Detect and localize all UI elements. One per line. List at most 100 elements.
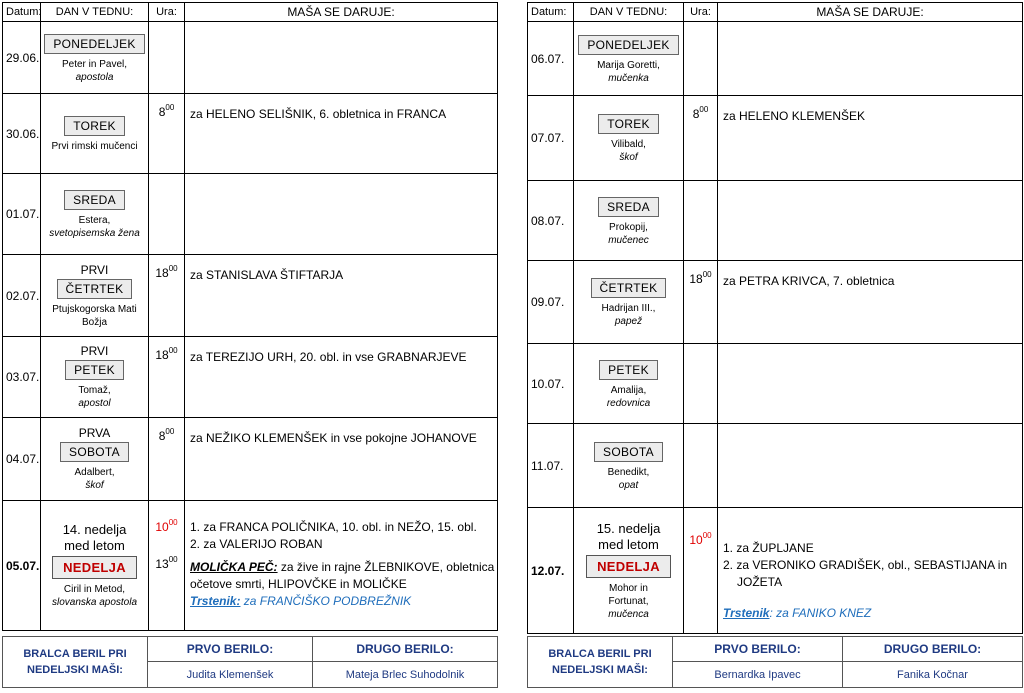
mass-time: 1800: [155, 346, 178, 362]
day-cell: TOREK Vilibald,škof: [573, 95, 684, 181]
sunday-title: 15. nedelja med letom: [596, 520, 661, 552]
mass-intention-cell: [184, 173, 498, 255]
location-label: MOLIČKA PEČ:: [190, 560, 278, 574]
readers-label: BRALCA BERIL PRI NEDELJSKI MAŠI:: [2, 636, 148, 688]
mass-intention: za TEREZIJO URH, 20. obl. in vse GRABNAR…: [190, 350, 467, 364]
time-cell: 800: [148, 417, 185, 501]
day-badge: TOREK: [64, 116, 125, 136]
table-row-sunday: 05.07. 14. nedelja med letom NEDELJA Cir…: [2, 500, 498, 631]
saint-name: Adalbert,škof: [74, 467, 115, 491]
day-prefix: PRVI: [80, 262, 109, 277]
mass-time: 1300: [155, 555, 178, 571]
first-reader-name: Bernardka Ipavec: [672, 661, 843, 688]
date-cell: 05.07.: [2, 500, 41, 631]
second-reading-label: DRUGO BERILO:: [312, 636, 498, 662]
time-cell: 1000: [683, 507, 718, 634]
day-badge: TOREK: [598, 114, 659, 134]
first-reader-name: Judita Klemenšek: [147, 661, 313, 688]
mass-intention: za PETRA KRIVCA, 7. obletnica: [723, 274, 895, 288]
mass-intention-cell: za STANISLAVA ŠTIFTARJA: [184, 254, 498, 337]
second-reading-label: DRUGO BERILO:: [842, 636, 1023, 662]
header-row: Datum: DAN V TEDNU: Ura: MAŠA SE DARUJE:: [2, 2, 498, 22]
day-badge: PONEDELJEK: [44, 33, 145, 54]
first-reading-label: PRVO BERILO:: [672, 636, 843, 662]
saint-name: Ptujskogorska Mati Božja: [52, 303, 137, 328]
time-cell: [683, 180, 718, 261]
header-row: Datum: DAN V TEDNU: Ura: MAŠA SE DARUJE:: [527, 2, 1023, 22]
saint-name: Peter in Pavel,apostola: [61, 58, 128, 83]
mass-intention-cell: 1. za FRANCA POLIČNIKA, 10. obl. in NEŽO…: [184, 500, 498, 631]
day-cell: TOREK Prvi rimski mučenci: [40, 93, 149, 174]
mass-intention-cell: za NEŽIKO KLEMENŠEK in vse pokojne JOHAN…: [184, 417, 498, 501]
mass-intention-cell: 1. za ŽUPLJANE 2. za VERONIKO GRADIŠEK, …: [717, 507, 1023, 634]
time-cell: [683, 423, 718, 508]
saint-name: Amalija,redovnica: [606, 384, 651, 409]
time-cell: 1800: [148, 336, 185, 418]
mass-intention-cell: [717, 21, 1023, 96]
day-cell: 15. nedelja med letom NEDELJA Mohor in F…: [573, 507, 684, 634]
saint-name: Estera,svetopisemska žena: [49, 215, 140, 239]
schedule-table-week2: Datum: DAN V TEDNU: Ura: MAŠA SE DARUJE:…: [527, 2, 1023, 634]
date-cell: 03.07.: [2, 336, 41, 418]
mass-time: 1800: [155, 264, 178, 280]
time-cell: 1800: [683, 260, 718, 344]
day-badge-nedelja: NEDELJA: [586, 554, 671, 578]
day-badge: SOBOTA: [594, 441, 663, 462]
time-cell: 1000 1300: [148, 500, 185, 631]
table-row-sunday: 12.07. 15. nedelja med letom NEDELJA Moh…: [527, 507, 1023, 634]
day-badge: ČETRTEK: [590, 278, 667, 298]
saint-name: Ciril in Metod,slovanska apostola: [51, 584, 138, 608]
mass-time: 800: [692, 105, 709, 121]
day-badge: SREDA: [64, 190, 125, 210]
day-cell: PONEDELJEK Peter in Pavel,apostola: [40, 21, 149, 94]
mass-intention: za NEŽIKO KLEMENŠEK in vse pokojne JOHAN…: [190, 431, 477, 445]
mass-intention-cell: [717, 180, 1023, 261]
mass-intention: 1. za FRANCA POLIČNIKA, 10. obl. in NEŽO…: [190, 520, 477, 534]
sunday-title: 14. nedelja med letom: [62, 522, 127, 553]
mass-intention: 2. za VERONIKO GRADIŠEK, obl., SEBASTIJA…: [723, 558, 1008, 589]
trstenik-intention: Trstenik: za FANIKO KNEZ: [723, 606, 872, 620]
mass-intention-cell: za HELENO SELIŠNIK, 6. obletnica in FRAN…: [184, 93, 498, 174]
mass-intention-cell: [717, 343, 1023, 424]
mass-time: 1800: [689, 270, 712, 286]
saint-name: Vilibald,škof: [611, 139, 646, 163]
mass-intention: za STANISLAVA ŠTIFTARJA: [190, 268, 344, 282]
trstenik-intention: Trstenik: za FRANČIŠKO PODBREŽNIK: [190, 594, 412, 608]
mass-intention: 1. za ŽUPLJANE: [723, 541, 814, 555]
mass-time: 1000: [155, 518, 178, 534]
first-reading-label: PRVO BERILO:: [147, 636, 313, 662]
time-cell: 800: [683, 95, 718, 181]
time-cell: [683, 21, 718, 96]
mass-intention-cell: za HELENO KLEMENŠEK: [717, 95, 1023, 181]
mass-intention: za HELENO SELIŠNIK, 6. obletnica in FRAN…: [190, 107, 447, 121]
saint-name: Hadrijan III.,papež: [601, 303, 656, 327]
date-cell: 12.07.: [527, 507, 574, 634]
day-cell: ČETRTEK Hadrijan III.,papež: [573, 260, 684, 344]
readers-table-week1: BRALCA BERIL PRI NEDELJSKI MAŠI: PRVO BE…: [2, 636, 498, 688]
date-cell: 02.07.: [2, 254, 41, 337]
mass-intention-cell: za TEREZIJO URH, 20. obl. in vse GRABNAR…: [184, 336, 498, 418]
date-cell: 08.07.: [527, 180, 574, 261]
day-badge-nedelja: NEDELJA: [52, 556, 137, 579]
mass-time: 800: [158, 427, 175, 443]
location-label: Trstenik:: [190, 594, 241, 608]
date-cell: 10.07.: [527, 343, 574, 424]
mass-intention: za HELENO KLEMENŠEK: [723, 109, 866, 123]
second-reader-name: Fanika Kočnar: [842, 661, 1023, 688]
saint-name: Prvi rimski mučenci: [51, 141, 138, 152]
day-prefix: PRVA: [78, 426, 111, 440]
day-cell: 14. nedelja med letom NEDELJA Ciril in M…: [40, 500, 149, 631]
day-badge: SREDA: [598, 196, 659, 217]
time-cell: 1800: [148, 254, 185, 337]
date-cell: 11.07.: [527, 423, 574, 508]
